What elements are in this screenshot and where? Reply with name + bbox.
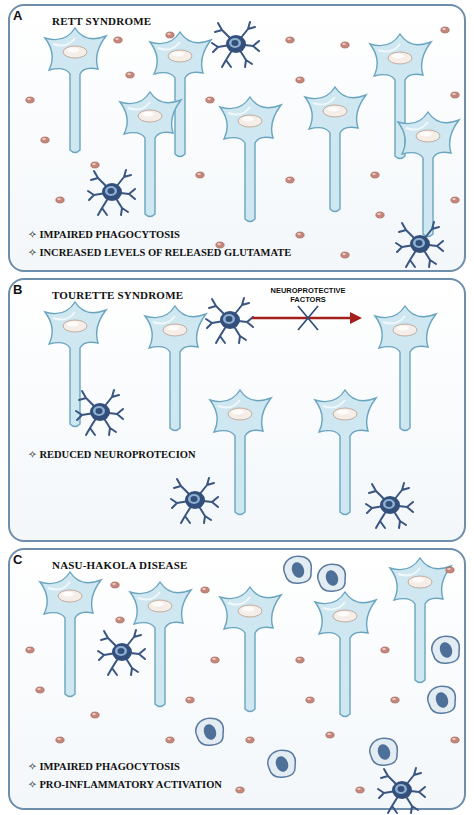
microglia — [88, 170, 135, 215]
panel-title: TOURETTE SYNDROME — [52, 289, 183, 301]
glutamate-dots — [26, 27, 459, 258]
panel-letter: B — [13, 282, 22, 297]
glutamate-dots — [26, 567, 459, 793]
blocked-arrow — [252, 306, 362, 330]
microglia — [76, 390, 123, 435]
arrow-label: NEUROPROTECTIVE FACTORS — [258, 286, 358, 304]
activated-microglia — [284, 556, 312, 583]
microglia — [212, 22, 259, 67]
microglia — [98, 630, 145, 675]
microglia — [378, 768, 425, 813]
bullet-point: ✧ REDUCED NEUROPROTECION — [28, 448, 195, 460]
neuron — [145, 306, 206, 431]
activated-microglia — [370, 738, 398, 765]
neuron — [220, 587, 281, 712]
panel-letter: C — [13, 552, 22, 567]
neuron — [45, 28, 106, 153]
neuron — [315, 390, 376, 515]
neuron — [120, 92, 181, 217]
panel-letter: A — [13, 8, 22, 23]
microglia — [366, 483, 413, 528]
activated-microglia — [318, 564, 346, 591]
bullet-point: ✧ IMPAIRED PHAGOCYTOSIS — [28, 228, 180, 240]
activated-microglia — [428, 686, 456, 713]
neuron — [130, 582, 191, 707]
neuron — [370, 34, 431, 159]
activated-microglia — [432, 636, 460, 663]
neuron — [375, 306, 436, 431]
microglia — [171, 478, 218, 523]
activated-microglia — [196, 718, 224, 745]
disease-panel: C NASU-HAKOLA DISEASE ✧ IMPAIRED PHAGOCYTO… — [8, 548, 466, 810]
bullet-point: ✧ INCREASED LEVELS OF RELEASED GLUTAMATE — [28, 246, 291, 258]
panel-title: NASU-HAKOLA DISEASE — [52, 559, 188, 571]
neuron — [398, 112, 459, 237]
disease-panel: A RETT SYNDROME ✧ IMPAIRED PHAGOCYTOSIS ✧ I… — [8, 4, 466, 272]
microglia — [396, 222, 443, 267]
panel-title: RETT SYNDROME — [52, 15, 151, 27]
disease-panel: B TOURETTE SYNDROME ✧ REDUCED NEUROPROTECI… — [8, 278, 466, 542]
neuron — [315, 592, 376, 717]
neuron — [390, 558, 451, 683]
neuron — [40, 572, 101, 697]
neuron — [150, 32, 211, 157]
activated-microglia — [268, 750, 296, 777]
neuron — [305, 87, 366, 212]
neuron — [45, 302, 106, 427]
neuron — [210, 390, 271, 515]
bullet-point: ✧ PRO-INFLAMMATORY ACTIVATION — [28, 778, 222, 790]
microglia — [206, 298, 253, 343]
neuron — [220, 97, 281, 222]
bullet-point: ✧ IMPAIRED PHAGOCYTOSIS — [28, 760, 180, 772]
